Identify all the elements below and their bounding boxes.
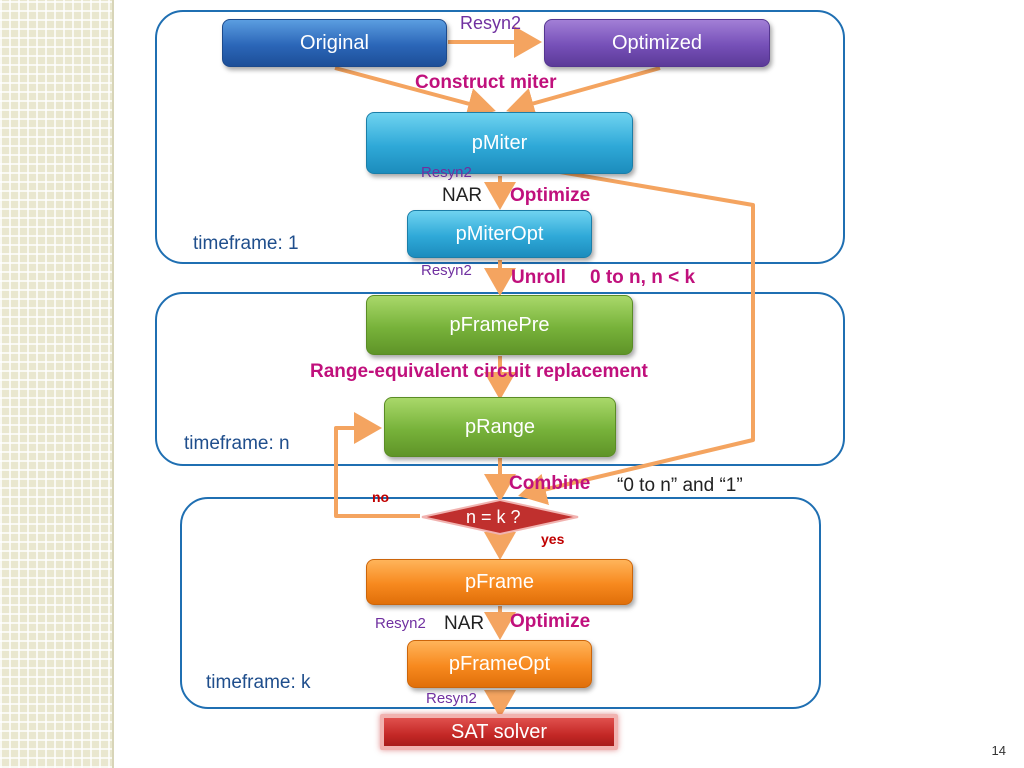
label-yes: yes (541, 531, 565, 547)
label-combine-detail: “0 to n” and “1” (617, 475, 743, 496)
node-pframepre: pFramePre (366, 295, 633, 355)
label-resyn2-pmiter: Resyn2 (421, 164, 472, 181)
arrow-original-pmiter (334, 66, 496, 120)
label-resyn2-pmiteropt: Resyn2 (421, 262, 472, 279)
label-timeframe-k: timeframe: k (206, 672, 311, 693)
node-pmiter: pMiter (366, 112, 633, 174)
node-pframe: pFrame (366, 559, 633, 605)
label-unroll-range: 0 to n, n < k (590, 267, 696, 288)
label-range-equivalent: Range-equivalent circuit replacement (310, 361, 648, 382)
label-no: no (372, 489, 390, 505)
decorative-sidebar (0, 0, 114, 768)
arrow-loop-no (334, 412, 420, 518)
label-resyn2-pframeopt: Resyn2 (426, 690, 477, 707)
label-combine: Combine (509, 473, 591, 494)
label-resyn2-top: Resyn2 (460, 13, 522, 33)
node-optimized: Optimized (544, 19, 770, 67)
node-pframeopt: pFrameOpt (407, 640, 592, 688)
decision-diamond (421, 498, 579, 536)
label-optimize-1: Optimize (510, 185, 591, 206)
arrow-optimized-pmiter (506, 66, 661, 119)
decision-label: n = k ? (466, 507, 521, 527)
node-pmiteropt: pMiterOpt (407, 210, 592, 258)
node-original: Original (222, 19, 447, 67)
label-nar-2: NAR (444, 613, 485, 634)
label-construct-miter: Construct miter (415, 72, 557, 93)
arrow-pmiter-combine (518, 170, 755, 506)
label-timeframe-n: timeframe: n (184, 433, 290, 454)
node-sat-solver: SAT solver (380, 714, 618, 750)
label-timeframe-1: timeframe: 1 (193, 233, 299, 254)
node-prange: pRange (384, 397, 616, 457)
label-resyn2-pframe: Resyn2 (375, 615, 426, 632)
label-nar-1: NAR (442, 185, 483, 206)
page-number: 14 (991, 743, 1006, 758)
label-unroll: Unroll (511, 267, 566, 288)
label-optimize-2: Optimize (510, 611, 591, 632)
